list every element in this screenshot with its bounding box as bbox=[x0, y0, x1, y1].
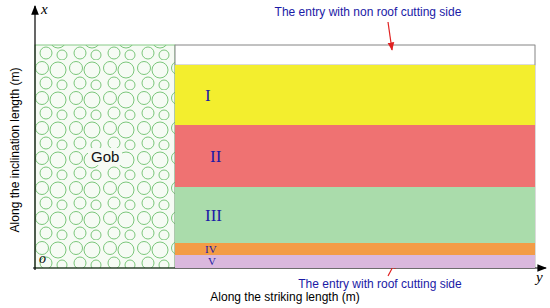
gob-area bbox=[35, 45, 175, 268]
gob-region: Gob bbox=[35, 45, 175, 268]
axis-name: y bbox=[536, 270, 543, 285]
axis-name: x bbox=[41, 2, 48, 17]
zone-band: II bbox=[175, 125, 535, 187]
zone-number: III bbox=[205, 207, 222, 224]
zone-band: V bbox=[175, 255, 535, 268]
region-label: Gob bbox=[88, 148, 122, 165]
face-outline bbox=[175, 45, 535, 268]
entry-band bbox=[175, 45, 535, 65]
pointer-arrow bbox=[388, 22, 392, 50]
callout-text: The entry with non roof cutting side bbox=[275, 6, 462, 18]
callout-text: The entry with roof cutting side bbox=[298, 278, 461, 290]
axis-title: Along the inclination length (m) bbox=[9, 68, 21, 233]
zone-band: I bbox=[175, 65, 535, 125]
axis-title: Along the striking length (m) bbox=[210, 291, 359, 303]
zone-band: IV bbox=[175, 243, 535, 255]
zone-number: IV bbox=[205, 244, 217, 255]
origin-label: o bbox=[39, 252, 46, 266]
zone-number: I bbox=[205, 87, 211, 104]
x-axis bbox=[34, 6, 35, 270]
zone-band: III bbox=[175, 187, 535, 243]
zone-number: V bbox=[208, 256, 216, 267]
zone-number: II bbox=[210, 148, 221, 165]
